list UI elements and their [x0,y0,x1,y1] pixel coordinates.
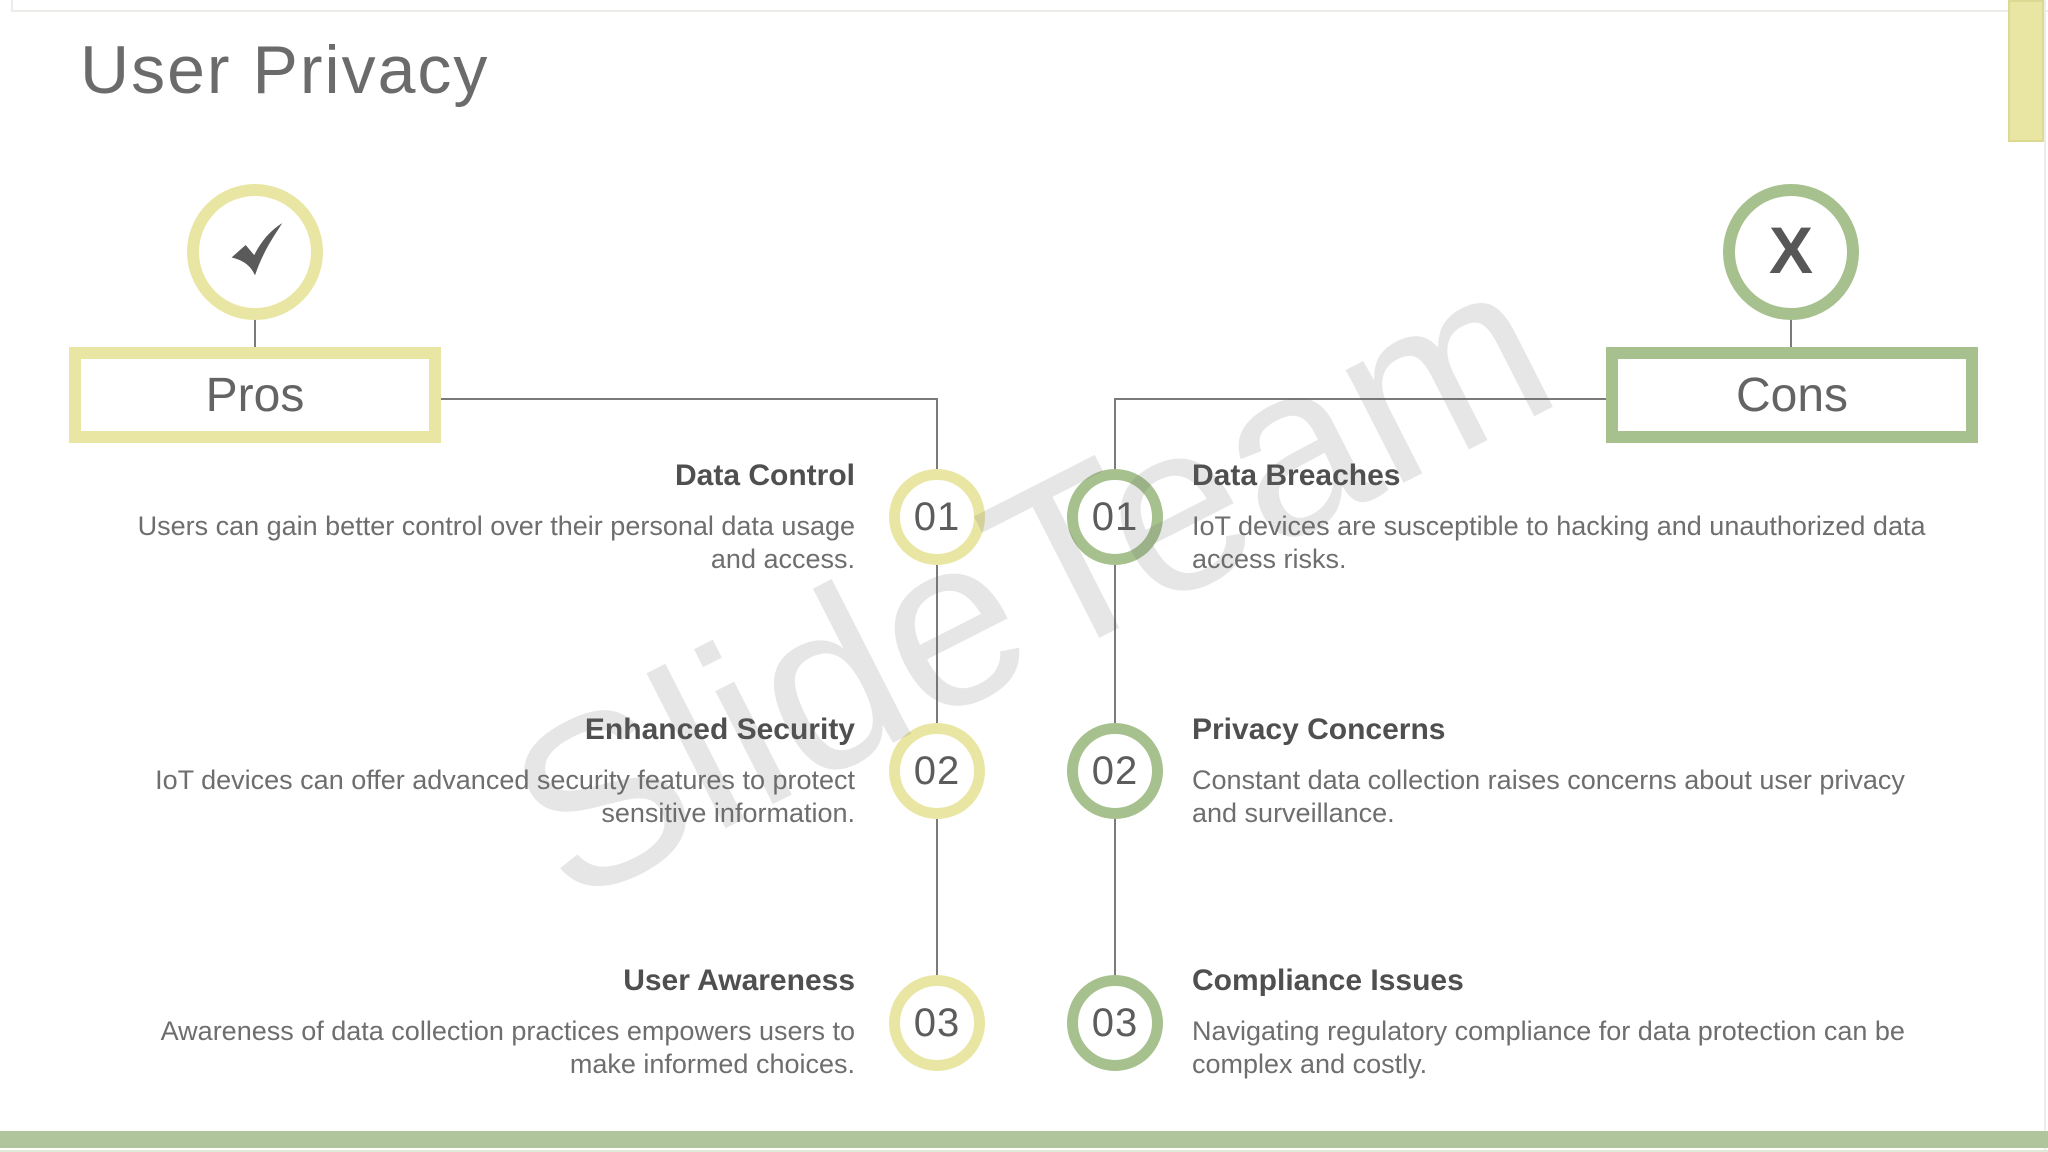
footer-accent-line [0,1150,2048,1152]
connector-line [936,398,938,1025]
cons-item-data-breaches: Data Breaches IoT devices are susceptibl… [1192,456,2022,576]
cons-x-circle: X [1723,184,1859,320]
item-heading: Privacy Concerns [1192,713,1446,746]
cons-step-circle-3: 03 [1067,975,1163,1071]
item-body: IoT devices are susceptible to hacking a… [1192,511,1926,574]
item-body: IoT devices can offer advanced security … [155,765,855,828]
cons-step-circle-2: 02 [1067,723,1163,819]
step-number: 01 [1091,494,1139,539]
pros-label-box: Pros [69,347,441,443]
top-left-corner-line [11,0,13,12]
item-heading: Compliance Issues [1192,964,1464,997]
item-heading: User Awareness [623,964,855,997]
pros-item-enhanced-security: Enhanced Security IoT devices can offer … [55,710,855,830]
connector-line [441,398,938,400]
item-body: Awareness of data collection practices e… [160,1016,855,1079]
step-number: 03 [913,1000,961,1045]
connector-line [1116,398,1606,400]
corner-accent-tab [2008,0,2044,142]
pros-label: Pros [205,368,305,422]
item-heading: Data Breaches [1192,459,1401,492]
cons-item-privacy-concerns: Privacy Concerns Constant data collectio… [1192,710,2022,830]
pros-check-circle [187,184,323,320]
pros-step-circle-2: 02 [889,723,985,819]
step-number: 03 [1091,1000,1139,1045]
right-edge-line [2044,0,2046,1152]
cons-label: Cons [1735,368,1849,422]
pros-step-circle-3: 03 [889,975,985,1071]
step-number: 02 [913,748,961,793]
step-number: 02 [1091,748,1139,793]
pros-item-data-control: Data Control Users can gain better contr… [55,456,855,576]
step-number: 01 [913,494,961,539]
footer-bar [0,1131,2048,1148]
connector-line [1114,398,1116,1025]
check-icon [231,223,283,276]
connector-line [1790,320,1792,348]
item-body: Users can gain better control over their… [137,511,855,574]
item-heading: Enhanced Security [584,713,855,746]
pros-step-circle-1: 01 [889,469,985,565]
pros-item-user-awareness: User Awareness Awareness of data collect… [55,961,855,1081]
item-heading: Data Control [675,459,855,492]
item-body: Constant data collection raises concerns… [1192,765,1905,828]
cons-item-compliance-issues: Compliance Issues Navigating regulatory … [1192,961,2022,1081]
page-title: User Privacy [80,32,490,108]
connector-line [254,320,256,348]
top-hairline [12,10,2048,12]
cons-step-circle-1: 01 [1067,469,1163,565]
item-body: Navigating regulatory compliance for dat… [1192,1016,1905,1079]
cons-label-box: Cons [1606,347,1978,443]
x-icon: X [1768,213,1814,287]
watermark: SlideTeam [469,206,1591,954]
